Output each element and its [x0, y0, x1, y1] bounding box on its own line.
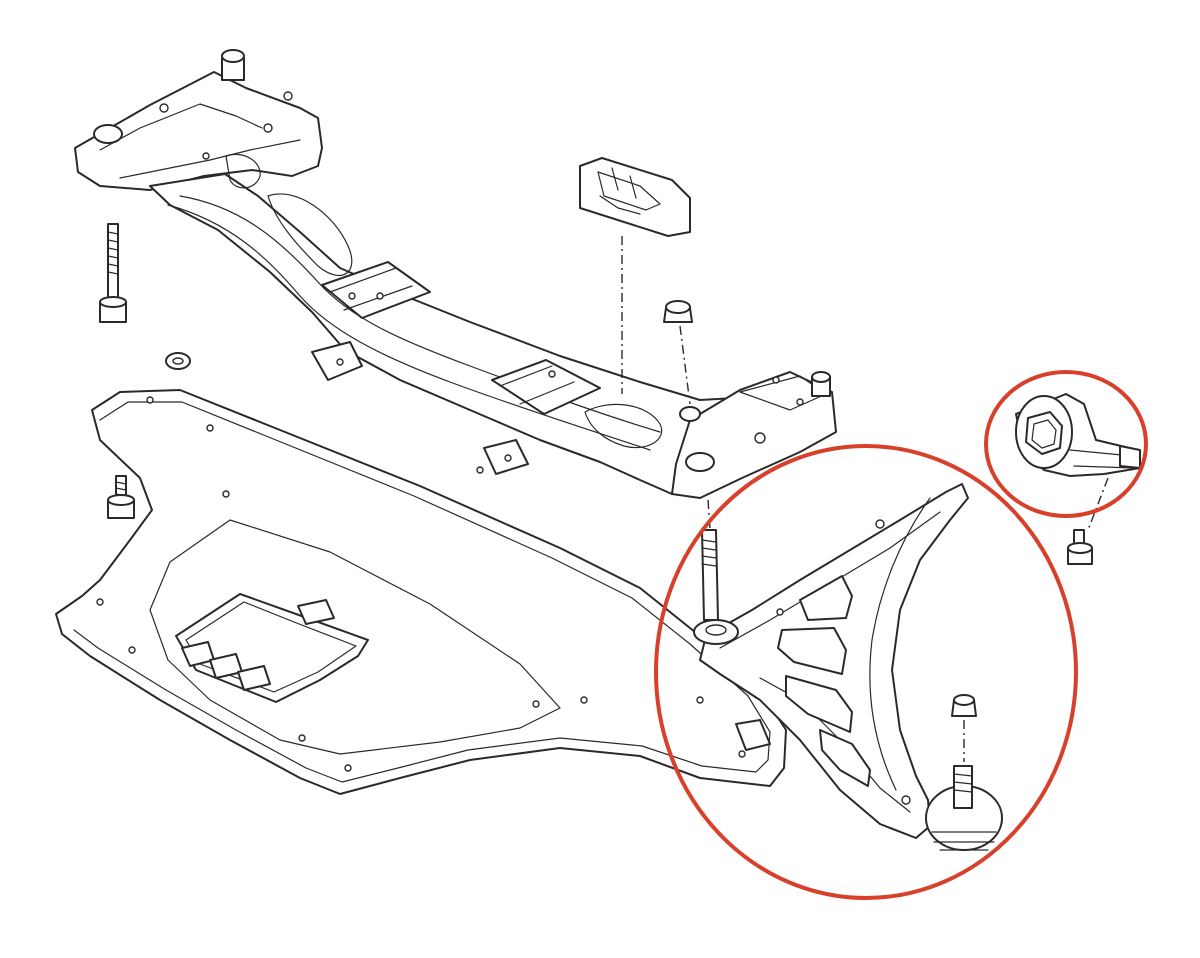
- control-arm-highlight: [654, 444, 1078, 900]
- subframe: [74, 49, 837, 499]
- bracket-icon: [579, 157, 691, 394]
- nut-icon: [663, 300, 693, 405]
- bushing-detail: [1015, 393, 1141, 565]
- washer-icon: [165, 352, 191, 370]
- skid-plate: [55, 389, 787, 795]
- control-arm: [693, 483, 1003, 851]
- mount-stud-left: [221, 49, 245, 81]
- bolt-icon: [99, 223, 127, 323]
- mount-stud-right: [811, 371, 831, 397]
- bolt-short-left: [107, 475, 135, 519]
- bushing-highlight: [984, 370, 1148, 518]
